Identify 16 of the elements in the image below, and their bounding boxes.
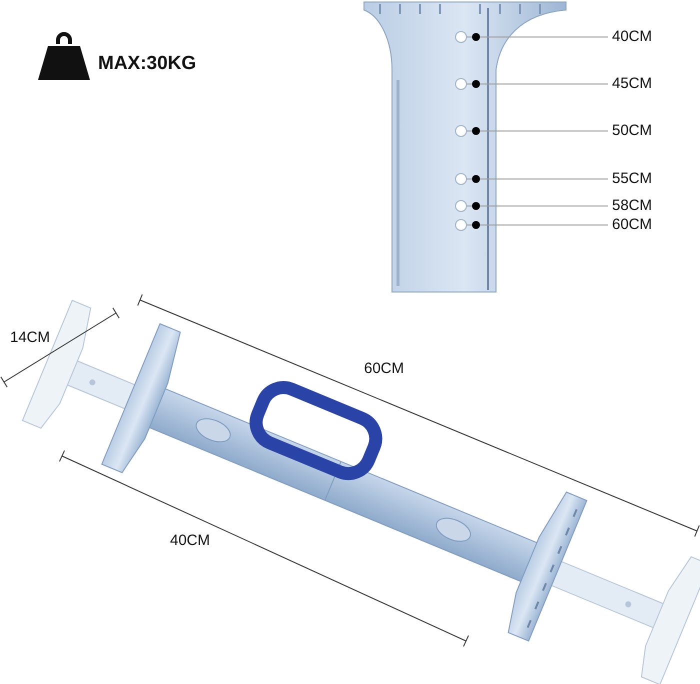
load-capacity-label: MAX:30KG — [98, 52, 196, 76]
leader-line — [466, 221, 608, 229]
dimension-label: 14CM — [10, 328, 50, 348]
dimension-label: 40CM — [170, 531, 210, 551]
dimension-label: 60CM — [612, 215, 692, 235]
dimension-label: 45CM — [612, 74, 692, 94]
dimension-label: 40CM — [612, 27, 692, 47]
dimension-label: 60CM — [364, 359, 404, 379]
dimension-label: 55CM — [612, 169, 692, 189]
dimension-label: 50CM — [612, 121, 692, 141]
dimension-label: 58CM — [612, 196, 692, 216]
leader-line — [466, 33, 608, 41]
leader-line — [466, 202, 608, 210]
leader-line — [466, 127, 608, 135]
leader-line — [466, 80, 608, 88]
leader-line — [466, 175, 608, 183]
